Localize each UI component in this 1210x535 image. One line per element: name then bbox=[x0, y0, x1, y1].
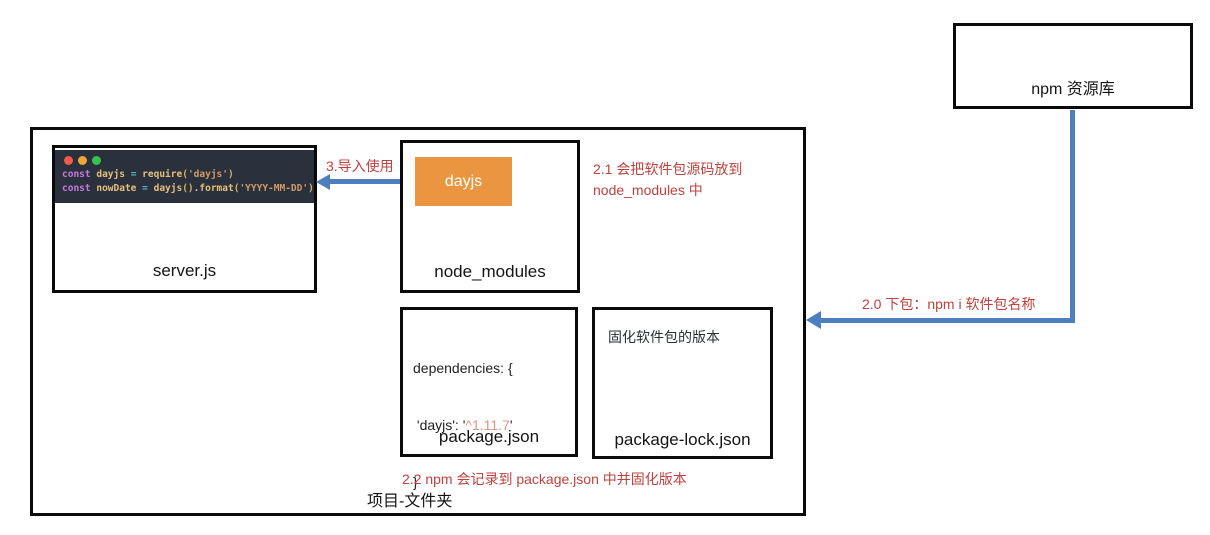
dayjs-package-box: dayjs bbox=[415, 157, 512, 206]
code-editor: const dayjs = require('dayjs') const now… bbox=[55, 150, 314, 203]
annotation-step-2-1-line1: 2.1 会把软件包源码放到 bbox=[593, 161, 743, 177]
dayjs-package-label: dayjs bbox=[444, 172, 483, 190]
dependencies-line-3: } bbox=[413, 474, 418, 490]
code-line-1: const dayjs = require('dayjs') bbox=[62, 169, 234, 180]
dependencies-line-1: dependencies: { bbox=[413, 360, 513, 376]
annotation-step-2-1: 2.1 会把软件包源码放到 node_modules 中 bbox=[593, 159, 813, 201]
dependencies-line-2: 'dayjs': '^1.11.7' bbox=[413, 417, 513, 433]
code-line-2: const nowDate = dayjs().format('YYYY-MM-… bbox=[62, 183, 314, 194]
package-json-content: dependencies: { 'dayjs': '^1.11.7' } bbox=[413, 321, 513, 530]
annotation-step-2-1-line2: node_modules 中 bbox=[593, 182, 703, 198]
traffic-light-yellow-icon bbox=[78, 156, 87, 165]
package-json-label: package.json bbox=[438, 427, 540, 446]
traffic-light-green-icon bbox=[92, 156, 101, 165]
package-lock-json-label: package-lock.json bbox=[614, 430, 751, 449]
traffic-light-red-icon bbox=[64, 156, 73, 165]
annotation-import-use: 3.导入使用 bbox=[326, 158, 394, 174]
window-controls bbox=[55, 150, 314, 168]
import-arrow-head-icon bbox=[316, 174, 330, 190]
download-arrow-vertical-line bbox=[1070, 110, 1075, 323]
node-modules-label: node_modules bbox=[434, 262, 546, 281]
project-folder-box: const dayjs = require('dayjs') const now… bbox=[30, 127, 806, 516]
project-folder-label: 项目-文件夹 bbox=[367, 493, 453, 510]
download-arrow-head-icon bbox=[806, 311, 821, 329]
package-lock-json-box: 固化软件包的版本 package-lock.json bbox=[592, 307, 773, 459]
annotation-step-2-2: 2.2 npm 会记录到 package.json 中并固化版本 bbox=[402, 471, 687, 487]
npm-repository-label: npm 资源库 bbox=[1031, 81, 1115, 98]
node-modules-box: dayjs node_modules bbox=[400, 140, 580, 293]
import-arrow-line bbox=[330, 179, 416, 184]
server-js-label: server.js bbox=[152, 261, 217, 280]
package-json-box: dependencies: { 'dayjs': '^1.11.7' } pac… bbox=[400, 307, 578, 490]
download-arrow-horizontal-line bbox=[820, 318, 1075, 323]
server-js-box: const dayjs = require('dayjs') const now… bbox=[52, 145, 317, 293]
annotation-step-2-0: 2.0 下包：npm i 软件包名称 bbox=[862, 296, 1036, 312]
package-lock-note: 固化软件包的版本 bbox=[608, 329, 720, 345]
npm-repository-box: npm 资源库 bbox=[953, 23, 1193, 109]
